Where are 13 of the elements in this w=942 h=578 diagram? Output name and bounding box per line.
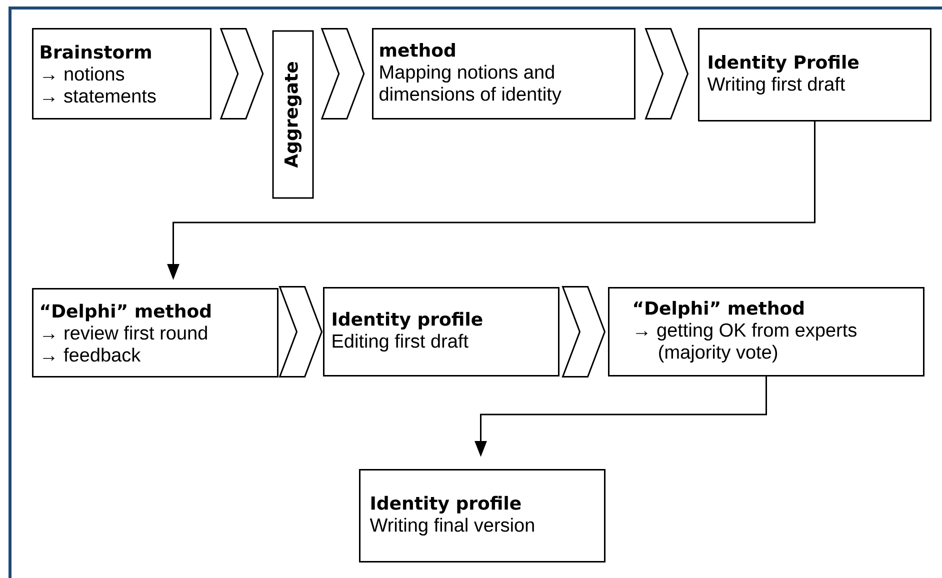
- step-box: Identity profile Editing first draft: [323, 287, 560, 376]
- chevron-arrow: [320, 28, 365, 120]
- step-box: “Delphi” method → getting OK from experts (majority vote): [608, 287, 924, 376]
- step-box: “Delphi” method → review first round → feedback: [32, 288, 278, 378]
- step-box: method Mapping notions and dimensions of identity: [372, 28, 636, 120]
- step-box: Aggregate: [272, 30, 314, 199]
- chevron-arrow: [278, 286, 323, 378]
- step-box: Identity Profile Writing first draft: [698, 28, 932, 122]
- step-box: Identity profile Writing final version: [359, 469, 606, 562]
- chevron-arrow: [562, 286, 606, 378]
- chevron-arrow: [220, 28, 264, 120]
- step-box: Brainstorm → notions → statements: [32, 28, 212, 120]
- chevron-arrow: [644, 28, 689, 120]
